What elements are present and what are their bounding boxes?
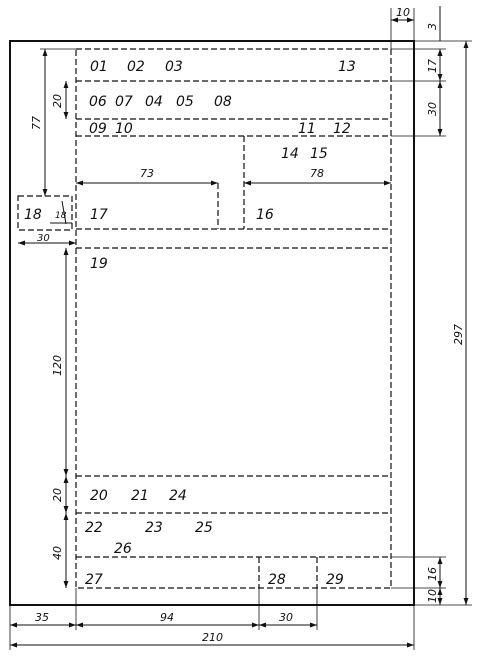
dim-16: 16 — [426, 567, 439, 581]
field-06: 06 — [89, 94, 107, 110]
field-04: 04 — [145, 94, 163, 110]
dim-30b: 30 — [279, 611, 293, 624]
dim-73: 73 — [140, 167, 154, 180]
field-16: 16 — [256, 207, 274, 223]
leader-line — [61, 200, 67, 225]
field-18: 18 — [24, 207, 42, 223]
field-28: 28 — [268, 572, 286, 588]
field-13: 13 — [338, 59, 356, 75]
field-05: 05 — [176, 94, 194, 110]
dim-297: 297 — [452, 324, 465, 345]
field-01: 01 — [90, 59, 108, 75]
dim-40: 40 — [51, 546, 64, 560]
field-12: 12 — [333, 121, 351, 137]
field-23: 23 — [145, 520, 163, 536]
field-03: 03 — [165, 59, 183, 75]
field-10: 10 — [115, 121, 133, 137]
field-20: 20 — [90, 488, 108, 504]
field-15: 15 — [310, 146, 328, 162]
field-24: 24 — [169, 488, 187, 504]
field-17: 17 — [90, 207, 108, 223]
dim-30r: 30 — [426, 102, 439, 116]
field-14: 14 — [281, 146, 299, 162]
field-19: 19 — [90, 256, 108, 272]
dim-77: 77 — [30, 116, 43, 130]
field-21: 21 — [131, 488, 149, 504]
dim-35: 35 — [35, 611, 49, 624]
dim-20a: 20 — [51, 94, 64, 108]
dim-10b: 10 — [426, 589, 439, 603]
dim-78: 78 — [310, 167, 324, 180]
dim-210: 210 — [202, 631, 223, 644]
field-09: 09 — [89, 121, 107, 137]
dim-20b: 20 — [51, 488, 64, 502]
field-29: 29 — [326, 572, 344, 588]
dim-120: 120 — [51, 355, 64, 376]
form-area — [75, 48, 392, 589]
sheet-border — [9, 40, 415, 606]
field-26: 26 — [114, 541, 132, 557]
dim-94: 94 — [160, 611, 174, 624]
dim-18: 18 — [55, 211, 67, 221]
dim-top-10: 10 — [396, 6, 410, 19]
dim-17: 17 — [426, 59, 439, 73]
field-25: 25 — [195, 520, 213, 536]
field-07: 07 — [115, 94, 133, 110]
field-02: 02 — [127, 59, 145, 75]
field-08: 08 — [214, 94, 232, 110]
field-11: 11 — [298, 121, 316, 137]
field-22: 22 — [85, 520, 103, 536]
field-27: 27 — [85, 572, 103, 588]
dim-30a: 30 — [37, 233, 50, 244]
dim-3: 3 — [426, 23, 439, 30]
